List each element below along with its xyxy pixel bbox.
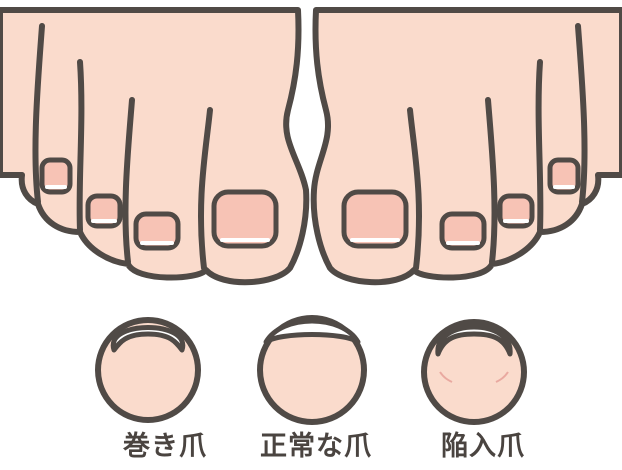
ingrown-nail-label: 陥入爪: [428, 424, 538, 460]
curved-nail-label: 巻き爪: [105, 424, 225, 460]
right-big-toenail: [344, 192, 406, 246]
right-third-toe-separation: [539, 62, 541, 230]
normal-nail-label: 正常な爪: [254, 424, 378, 460]
left-third-toe-separation: [80, 62, 82, 230]
left-big-toenail: [214, 192, 276, 246]
ingrown-nail-toe-section: [424, 322, 524, 422]
